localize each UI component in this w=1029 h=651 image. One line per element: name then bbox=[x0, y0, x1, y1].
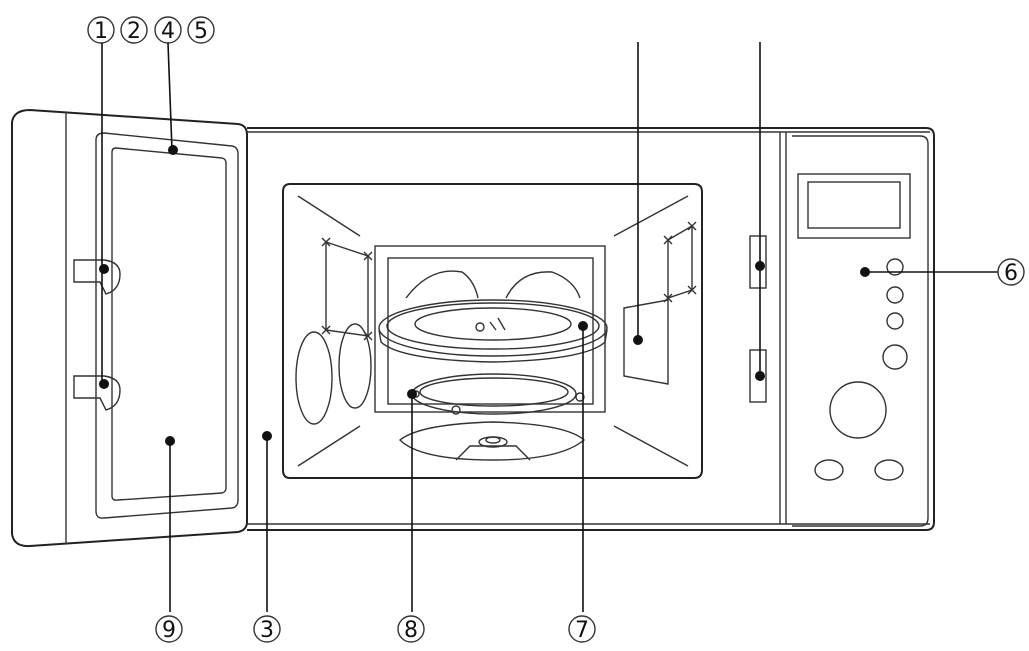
callout-5: 5 bbox=[194, 19, 208, 44]
door-latch-lower bbox=[73, 375, 121, 411]
button-4-icon bbox=[882, 344, 908, 370]
callout-2: 2 bbox=[127, 19, 141, 44]
callout-1: 1 bbox=[94, 19, 108, 44]
button-2-icon bbox=[886, 286, 904, 304]
door-interlock-holes bbox=[749, 235, 767, 403]
display-window bbox=[797, 173, 911, 239]
glass-tray bbox=[378, 299, 608, 363]
callout-group-top: 1 2 4 5 bbox=[87, 16, 215, 44]
door-latch-upper bbox=[73, 259, 121, 295]
callout-4: 4 bbox=[161, 19, 175, 44]
callout-group-bottom: 9 3 8 7 bbox=[155, 615, 596, 643]
callout-6: 6 bbox=[1004, 261, 1018, 286]
oven-cavity bbox=[282, 183, 703, 479]
door bbox=[11, 108, 248, 548]
waveguide-cover bbox=[623, 299, 669, 385]
leader-lines bbox=[99, 42, 998, 612]
control-dial-icon bbox=[829, 381, 887, 439]
callout-3: 3 bbox=[260, 618, 274, 643]
turntable-shaft bbox=[398, 421, 586, 461]
callout-9: 9 bbox=[162, 618, 176, 643]
callout-7: 7 bbox=[575, 618, 589, 643]
oven-body bbox=[247, 127, 935, 531]
roller-ring bbox=[411, 373, 585, 415]
oval-button-right-icon bbox=[874, 459, 904, 481]
turntable-assembly bbox=[378, 270, 608, 461]
oval-button-left-icon bbox=[814, 459, 844, 481]
control-panel bbox=[792, 135, 929, 527]
callout-8: 8 bbox=[404, 618, 418, 643]
button-3-icon bbox=[886, 312, 904, 330]
callout-6-group: 6 bbox=[997, 258, 1025, 286]
button-1-icon bbox=[886, 258, 904, 276]
